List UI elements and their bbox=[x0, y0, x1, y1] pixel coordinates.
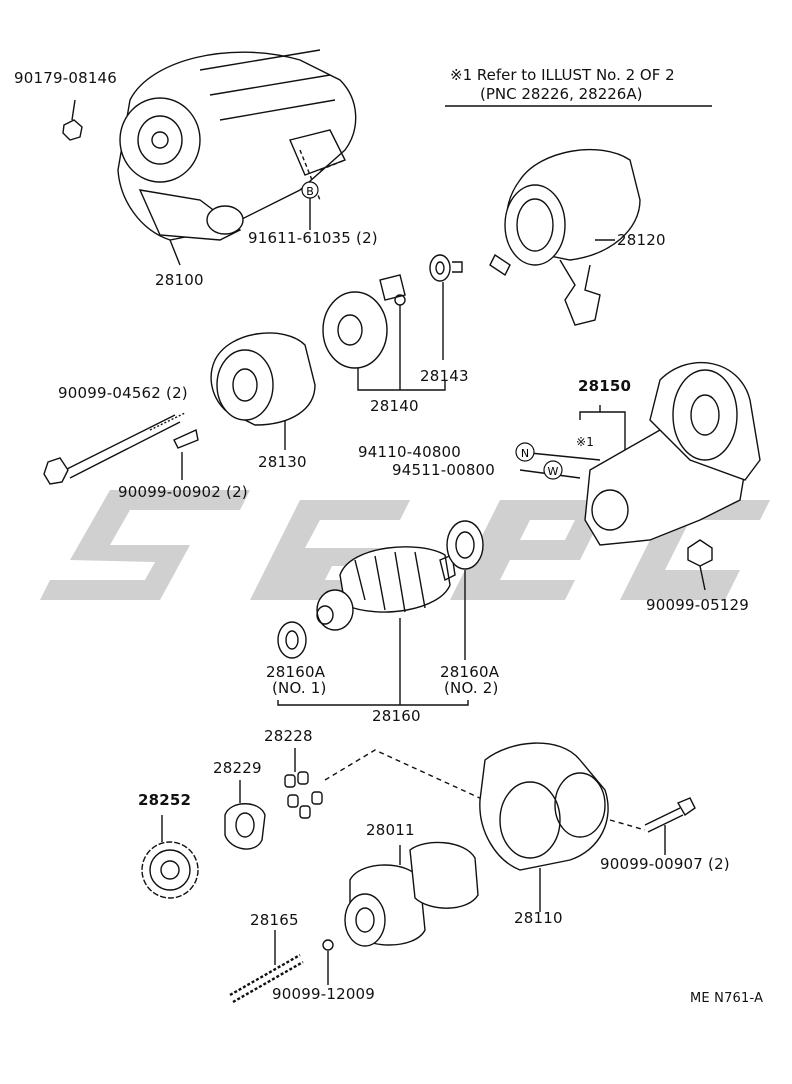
ball-90099-12009-drawing bbox=[322, 939, 334, 985]
label-90099-04562: 90099-04562 (2) bbox=[58, 384, 188, 402]
spring-28165-drawing bbox=[229, 930, 304, 1004]
label-28165: 28165 bbox=[250, 911, 299, 929]
starter-assembly-drawing bbox=[117, 49, 357, 266]
label-28120: 28120 bbox=[617, 231, 666, 249]
label-28160a-no2: 28160A bbox=[440, 663, 500, 681]
label-28252: 28252 bbox=[138, 791, 192, 809]
label-28160a-no1: 28160A bbox=[266, 663, 326, 681]
label-28140: 28140 bbox=[370, 397, 419, 415]
label-28150: 28150 bbox=[578, 377, 632, 395]
clutch-28011-drawing bbox=[344, 841, 479, 947]
svg-text:W: W bbox=[548, 465, 559, 478]
label-28160: 28160 bbox=[372, 707, 421, 725]
label-28011: 28011 bbox=[366, 821, 415, 839]
svg-text:N: N bbox=[521, 447, 529, 460]
rollers-28228-drawing bbox=[284, 748, 496, 819]
illustration-code: ME N761-A bbox=[690, 991, 764, 1006]
label-28160a-no2-sub: (NO. 2) bbox=[444, 679, 499, 697]
marker-b: B bbox=[301, 181, 319, 199]
brush-holder-drawing bbox=[322, 274, 446, 391]
label-28110: 28110 bbox=[514, 909, 563, 927]
through-bolt-drawing bbox=[43, 412, 186, 485]
group-bracket-28160 bbox=[277, 700, 469, 706]
label-28228: 28228 bbox=[264, 727, 313, 745]
retainer-28229-drawing bbox=[224, 780, 266, 850]
gear-28252-drawing bbox=[141, 815, 199, 899]
label-28150-note: ※1 bbox=[576, 435, 595, 449]
reference-note-line1: ※1 Refer to ILLUST No. 2 OF 2 bbox=[450, 66, 675, 84]
label-90099-05129: 90099-05129 bbox=[646, 596, 750, 614]
label-90179-08146: 90179-08146 bbox=[14, 69, 118, 87]
label-28143: 28143 bbox=[420, 367, 469, 385]
watermark bbox=[40, 490, 770, 600]
label-28130: 28130 bbox=[258, 453, 307, 471]
armature-drawing bbox=[316, 546, 456, 705]
reference-note-line2: (PNC 28226, 28226A) bbox=[480, 85, 643, 103]
label-28100: 28100 bbox=[155, 271, 204, 289]
marker-w: W bbox=[543, 460, 563, 480]
nut-90179-drawing bbox=[62, 99, 83, 141]
label-94511-00800: 94511-00800 bbox=[392, 461, 496, 479]
label-28160a-no1-sub: (NO. 1) bbox=[272, 679, 327, 697]
label-90099-00907: 90099-00907 (2) bbox=[600, 855, 730, 873]
label-90099-00902: 90099-00902 (2) bbox=[118, 483, 248, 501]
yoke-drawing bbox=[489, 148, 641, 326]
bearing-28160a-no1-drawing bbox=[277, 621, 307, 659]
screw-90099-00907-drawing bbox=[644, 797, 696, 855]
housing-28110-drawing bbox=[479, 742, 646, 912]
end-frame-28130-drawing bbox=[210, 332, 316, 450]
bearing-28143-drawing bbox=[429, 254, 463, 360]
label-28229: 28229 bbox=[213, 759, 262, 777]
label-94110-40800: 94110-40800 bbox=[358, 443, 462, 461]
screw-90099-00902-drawing bbox=[173, 428, 199, 480]
svg-text:B: B bbox=[306, 185, 314, 198]
label-91611-61035: 91611-61035 (2) bbox=[248, 229, 378, 247]
solenoid-drawing bbox=[519, 361, 761, 591]
label-90099-12009: 90099-12009 bbox=[272, 985, 376, 1003]
marker-n: N bbox=[515, 442, 535, 462]
bearing-28160a-no2-drawing bbox=[446, 520, 484, 660]
